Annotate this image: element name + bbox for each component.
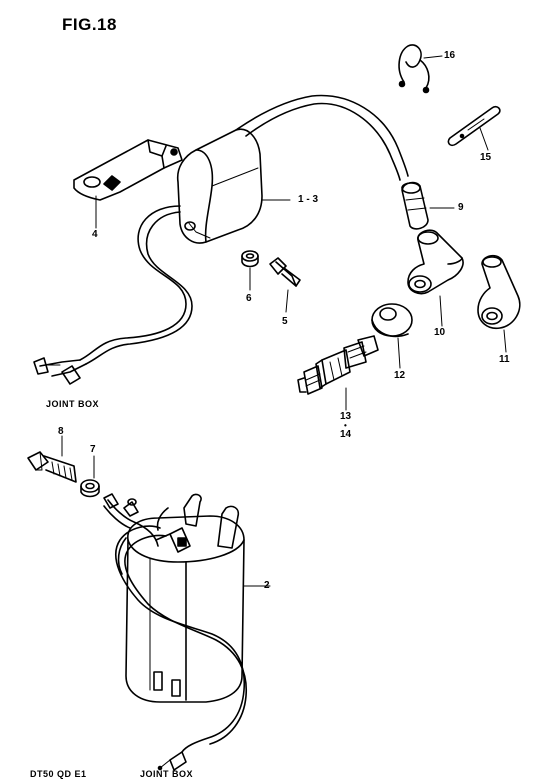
callout-15: 15 [480,152,492,163]
rubber-ring-12 [371,303,413,369]
model-code: DT50 QD E1 [30,769,87,779]
spark-plug-13 [297,335,379,411]
elbow-cap-10 [407,229,464,327]
callout-11: 11 [499,354,510,365]
callout-5: 5 [282,316,288,327]
plug-cap-9 [401,181,455,230]
clamp-strap-15 [447,105,501,151]
callout-12: 12 [394,370,406,381]
elbow-cap-11 [477,254,521,353]
callout-2: 2 [264,580,270,591]
callout-10: 10 [434,327,446,338]
wire-clip-16 [398,44,443,94]
cdi-unit-2 [125,493,271,703]
callout-6: 6 [246,293,252,304]
washer-6 [241,250,259,291]
callout-7: 7 [90,444,96,455]
callout-16: 16 [444,50,456,61]
callout-8: 8 [58,426,64,437]
callout-13-dot: • [344,421,347,430]
callout-9: 9 [458,202,464,213]
callout-13: 13 [340,411,352,422]
figure-title: FIG.18 [62,15,117,34]
bolt-8 [27,435,77,483]
mounting-bracket-4 [73,139,183,229]
joint-box-caption-upper: JOINT BOX [46,399,100,409]
callout-4: 4 [92,229,98,240]
joint-box-caption-lower: JOINT BOX [140,769,194,779]
ignition-coil-1-3 [176,94,409,244]
coil-joint-box-wire [33,205,193,385]
washer-7 [80,455,100,498]
callout-14: 14 [340,429,352,440]
callout-1-3: 1 - 3 [298,194,319,205]
bolt-5 [269,257,301,313]
cdi-wiring [103,493,248,771]
